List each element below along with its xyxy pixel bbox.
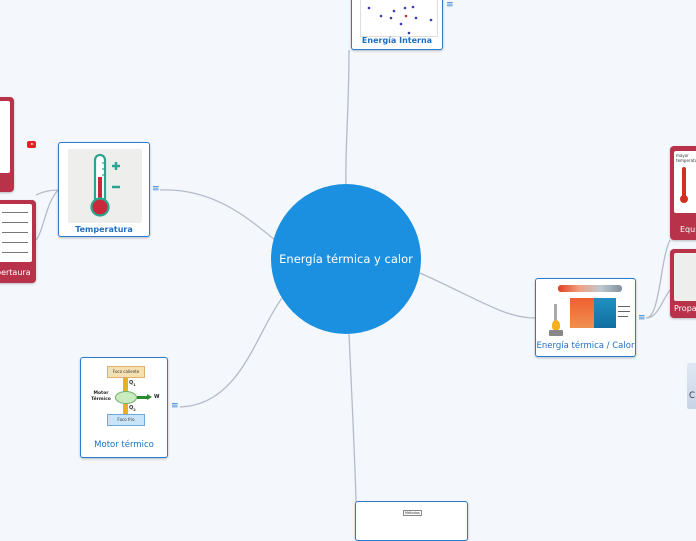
node-motor-termico-handle[interactable]: ≡ [171, 401, 179, 411]
hot-reservoir-label: Foco caliente [112, 369, 140, 374]
left-card-top[interactable]: ro [0, 97, 14, 192]
right-card-top[interactable]: mayor temperatura Equi [670, 146, 696, 240]
connector-right-cards-2 [645, 289, 671, 319]
mind-map-connectors [35, 49, 671, 503]
q1-label: Q [129, 380, 134, 386]
node-energia-termica-calor-label: Energía térmica / Calor [536, 341, 635, 351]
node-motor-termico[interactable]: Foco caliente Q1 Motor Térmico W Q2 Foco… [80, 357, 168, 458]
thermometer-small-icon [682, 167, 686, 197]
right-card-bottom-caption: Propa [674, 304, 696, 313]
hot-reservoir: Foco caliente [107, 366, 145, 378]
node-bottom-heading: Métodos [403, 510, 422, 516]
left-card-bottom[interactable]: pertaura [0, 200, 36, 283]
thermometer-icon [68, 149, 142, 223]
engine-label: Motor Térmico [91, 391, 111, 402]
connector-temperatura [159, 189, 276, 241]
connector-left-cards [35, 189, 59, 196]
particles-icon [360, 0, 438, 37]
node-energia-interna[interactable]: Energía Interna [351, 0, 443, 50]
right-edge-card-letter: C [689, 391, 695, 401]
cold-reservoir: Foco frío [107, 414, 145, 426]
youtube-icon[interactable] [27, 141, 36, 148]
connector-motor [179, 297, 283, 408]
node-temperatura[interactable]: Temperatura [58, 142, 150, 237]
connector-energia-interna [345, 49, 350, 185]
node-energia-interna-handle[interactable]: ≡ [446, 0, 454, 10]
connector-right-cards [645, 239, 671, 319]
node-bottom[interactable]: Métodos [355, 501, 468, 541]
node-motor-termico-label: Motor térmico [94, 440, 154, 450]
node-energia-termica-calor-handle[interactable]: ≡ [638, 313, 646, 323]
connector-bottom [348, 333, 357, 503]
q2-subscript: 2 [133, 408, 136, 412]
scale-lines-icon [2, 212, 28, 213]
engine-body [115, 391, 137, 404]
heat-transfer-icon [544, 284, 630, 339]
cold-reservoir-label: Foco frío [117, 417, 135, 422]
connector-left-cards-2 [35, 189, 59, 241]
right-card-top-thermo-text: mayor temperatura [676, 153, 696, 163]
node-energia-interna-label: Energía Interna [361, 36, 433, 45]
q2-label: Q [129, 405, 134, 411]
central-topic-title: Energía térmica y calor [279, 252, 413, 266]
right-edge-card[interactable]: C [687, 363, 696, 409]
q1-subscript: 1 [133, 383, 136, 387]
right-card-bottom[interactable]: Propa [670, 249, 696, 318]
central-topic[interactable]: Energía térmica y calor [271, 184, 421, 334]
left-card-top-caption: ro [0, 177, 14, 186]
node-temperatura-label: Temperatura [75, 225, 133, 234]
node-energia-termica-calor[interactable]: Energía térmica / Calor [535, 278, 636, 357]
node-temperatura-handle[interactable]: ≡ [152, 184, 160, 194]
work-label: W [154, 394, 160, 400]
heat-engine-diagram-icon: Foco caliente Q1 Motor Térmico W Q2 Foco… [87, 364, 163, 430]
left-card-bottom-caption: pertaura [0, 268, 31, 277]
right-card-top-caption: Equi [680, 225, 696, 234]
connector-calor [419, 272, 536, 319]
